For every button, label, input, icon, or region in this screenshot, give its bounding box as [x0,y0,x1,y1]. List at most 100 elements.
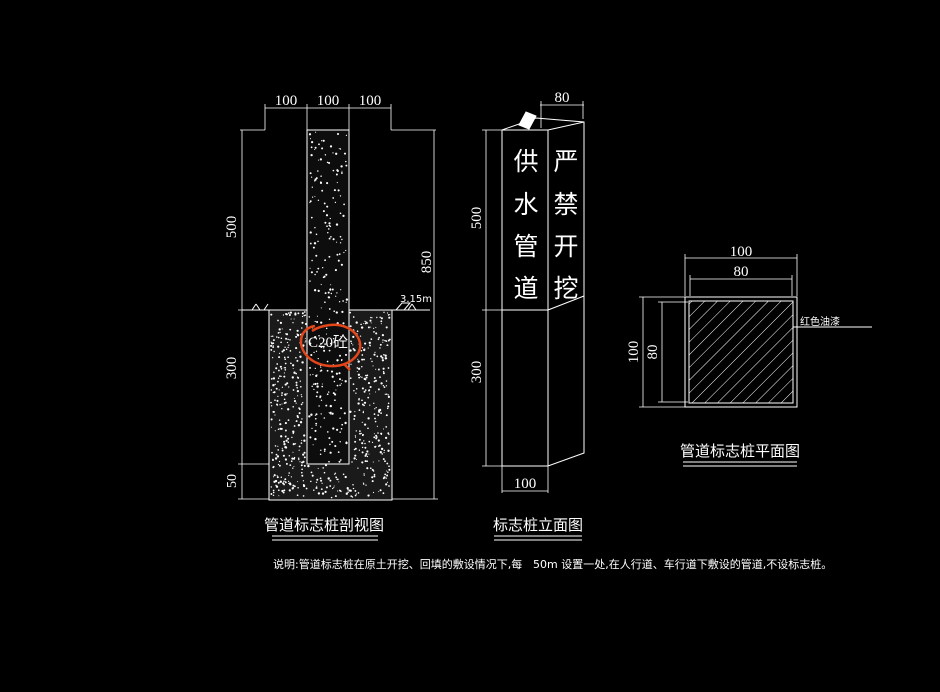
speckle-dot [353,457,356,460]
speckle-dot [284,393,286,395]
speckle-dot [288,480,290,482]
speckle-dot [334,269,337,272]
speckle-dot [276,455,280,458]
speckle-dot [335,223,339,226]
speckle-dot [326,225,328,228]
speckle-dot [363,322,365,325]
speckle-dot [282,454,285,457]
speckle-dot [277,319,279,322]
speckle-dot [320,307,322,309]
speckle-dot [386,462,389,465]
speckle-dot [304,338,306,340]
speckle-dot [275,485,279,488]
speckle-dot [317,492,321,495]
speckle-dot [373,436,376,439]
speckle-dot [300,442,303,444]
speckle-dot [330,284,332,286]
speckle-dot [304,341,306,343]
speckle-dot [272,384,275,387]
speckle-dot [299,385,302,388]
speckle-dot [312,246,315,249]
speckle-dot [313,289,317,292]
speckle-dot [280,476,283,478]
speckle-dot [343,251,345,254]
speckle-dot [292,406,294,408]
speckle-dot [361,446,364,449]
speckle-dot [289,350,292,352]
speckle-dot [340,336,342,338]
speckle-dot [299,368,302,372]
speckle-dot [283,375,286,378]
speckle-dot [333,380,336,383]
speckle-dot [361,451,364,454]
speckle-dot [341,379,343,381]
speckle-dot [354,494,357,497]
speckle-dot [388,485,390,487]
speckle-dot [270,313,273,316]
speckle-dot [331,288,334,291]
speckle-dot [278,389,280,391]
speckle-dot [362,483,365,485]
speckle-dot [276,363,279,365]
speckle-dot [283,372,285,374]
speckle-dot [335,476,337,478]
speckle-dot [375,437,378,440]
speckle-dot [284,481,287,483]
elevation-dim-80: 80 [555,90,570,106]
speckle-dot [365,484,367,486]
speckle-dot [301,321,304,324]
speckle-dot [373,402,375,404]
speckle-dot [277,377,280,379]
speckle-dot [285,312,288,316]
speckle-dot [287,338,289,341]
speckle-dot [361,421,363,423]
speckle-dot [377,414,380,416]
speckle-dot [288,344,290,346]
speckle-dot [334,495,337,498]
speckle-dot [359,430,361,432]
speckle-dot [270,341,272,343]
speckle-dot [373,331,375,333]
speckle-dot [283,480,285,483]
speckle-dot [279,480,282,483]
speckle-dot [339,441,341,443]
speckle-dot [272,494,275,497]
speckle-dot [363,390,366,393]
speckle-dot [281,386,284,388]
speckle-dot [358,449,361,451]
speckle-dot [298,445,301,448]
speckle-dot [280,337,283,340]
speckle-dot [342,322,345,325]
speckle-dot [341,359,343,361]
speckle-dot [327,291,330,294]
speckle-dot [310,146,313,149]
speckle-dot [335,295,337,297]
speckle-dot [288,472,291,474]
speckle-dot [344,353,348,356]
speckle-dot [332,392,335,395]
speckle-dot [384,357,387,360]
speckle-dot [332,238,335,241]
speckle-dot [371,317,373,319]
speckle-dot [297,312,300,315]
speckle-dot [345,492,348,495]
speckle-dot [276,476,279,479]
speckle-dot [336,132,340,136]
speckle-dot [380,355,383,358]
speckle-dot [299,380,301,382]
speckle-dot [274,383,276,386]
speckle-dot [328,391,330,393]
speckle-dot [343,152,347,155]
speckle-dot [328,237,331,240]
speckle-dot [333,189,336,192]
speckle-dot [310,353,313,357]
speckle-dot [273,371,275,373]
speckle-dot [326,369,329,372]
speckle-dot [372,365,374,367]
speckle-dot [358,376,361,379]
speckle-dot [277,449,280,451]
speckle-dot [354,440,357,443]
speckle-dot [302,460,305,463]
speckle-dot [286,393,288,395]
speckle-dot [281,394,283,396]
